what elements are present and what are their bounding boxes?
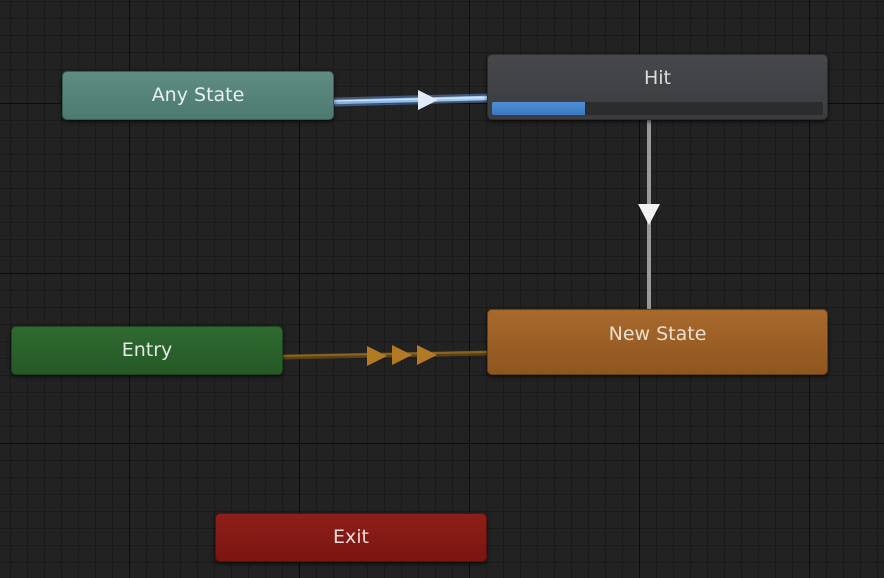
state-node-any-state[interactable]: Any State (62, 71, 334, 120)
transition-entry-to-new-state[interactable] (282, 345, 488, 366)
state-node-hit[interactable]: Hit (487, 54, 828, 120)
state-progress-fill (492, 102, 585, 115)
transition-arrow-icon (638, 204, 660, 225)
state-progress-bar (492, 102, 823, 115)
default-transition-arrow-icon (417, 345, 437, 365)
transition-arrow-icon (418, 90, 438, 110)
state-label: Exit (333, 526, 369, 548)
state-label: Hit (643, 67, 671, 89)
default-transition-arrow-icon (367, 346, 387, 366)
transition-hit-to-new-state[interactable] (638, 120, 660, 309)
state-label: New State (608, 323, 707, 345)
state-node-exit[interactable]: Exit (215, 513, 487, 562)
state-node-entry[interactable]: Entry (11, 326, 283, 375)
state-label: Any State (151, 84, 245, 106)
state-label: Entry (121, 339, 173, 361)
transition-any-state-to-hit[interactable] (329, 90, 492, 110)
state-node-new-state[interactable]: New State (487, 309, 828, 375)
default-transition-arrow-icon (392, 345, 412, 365)
